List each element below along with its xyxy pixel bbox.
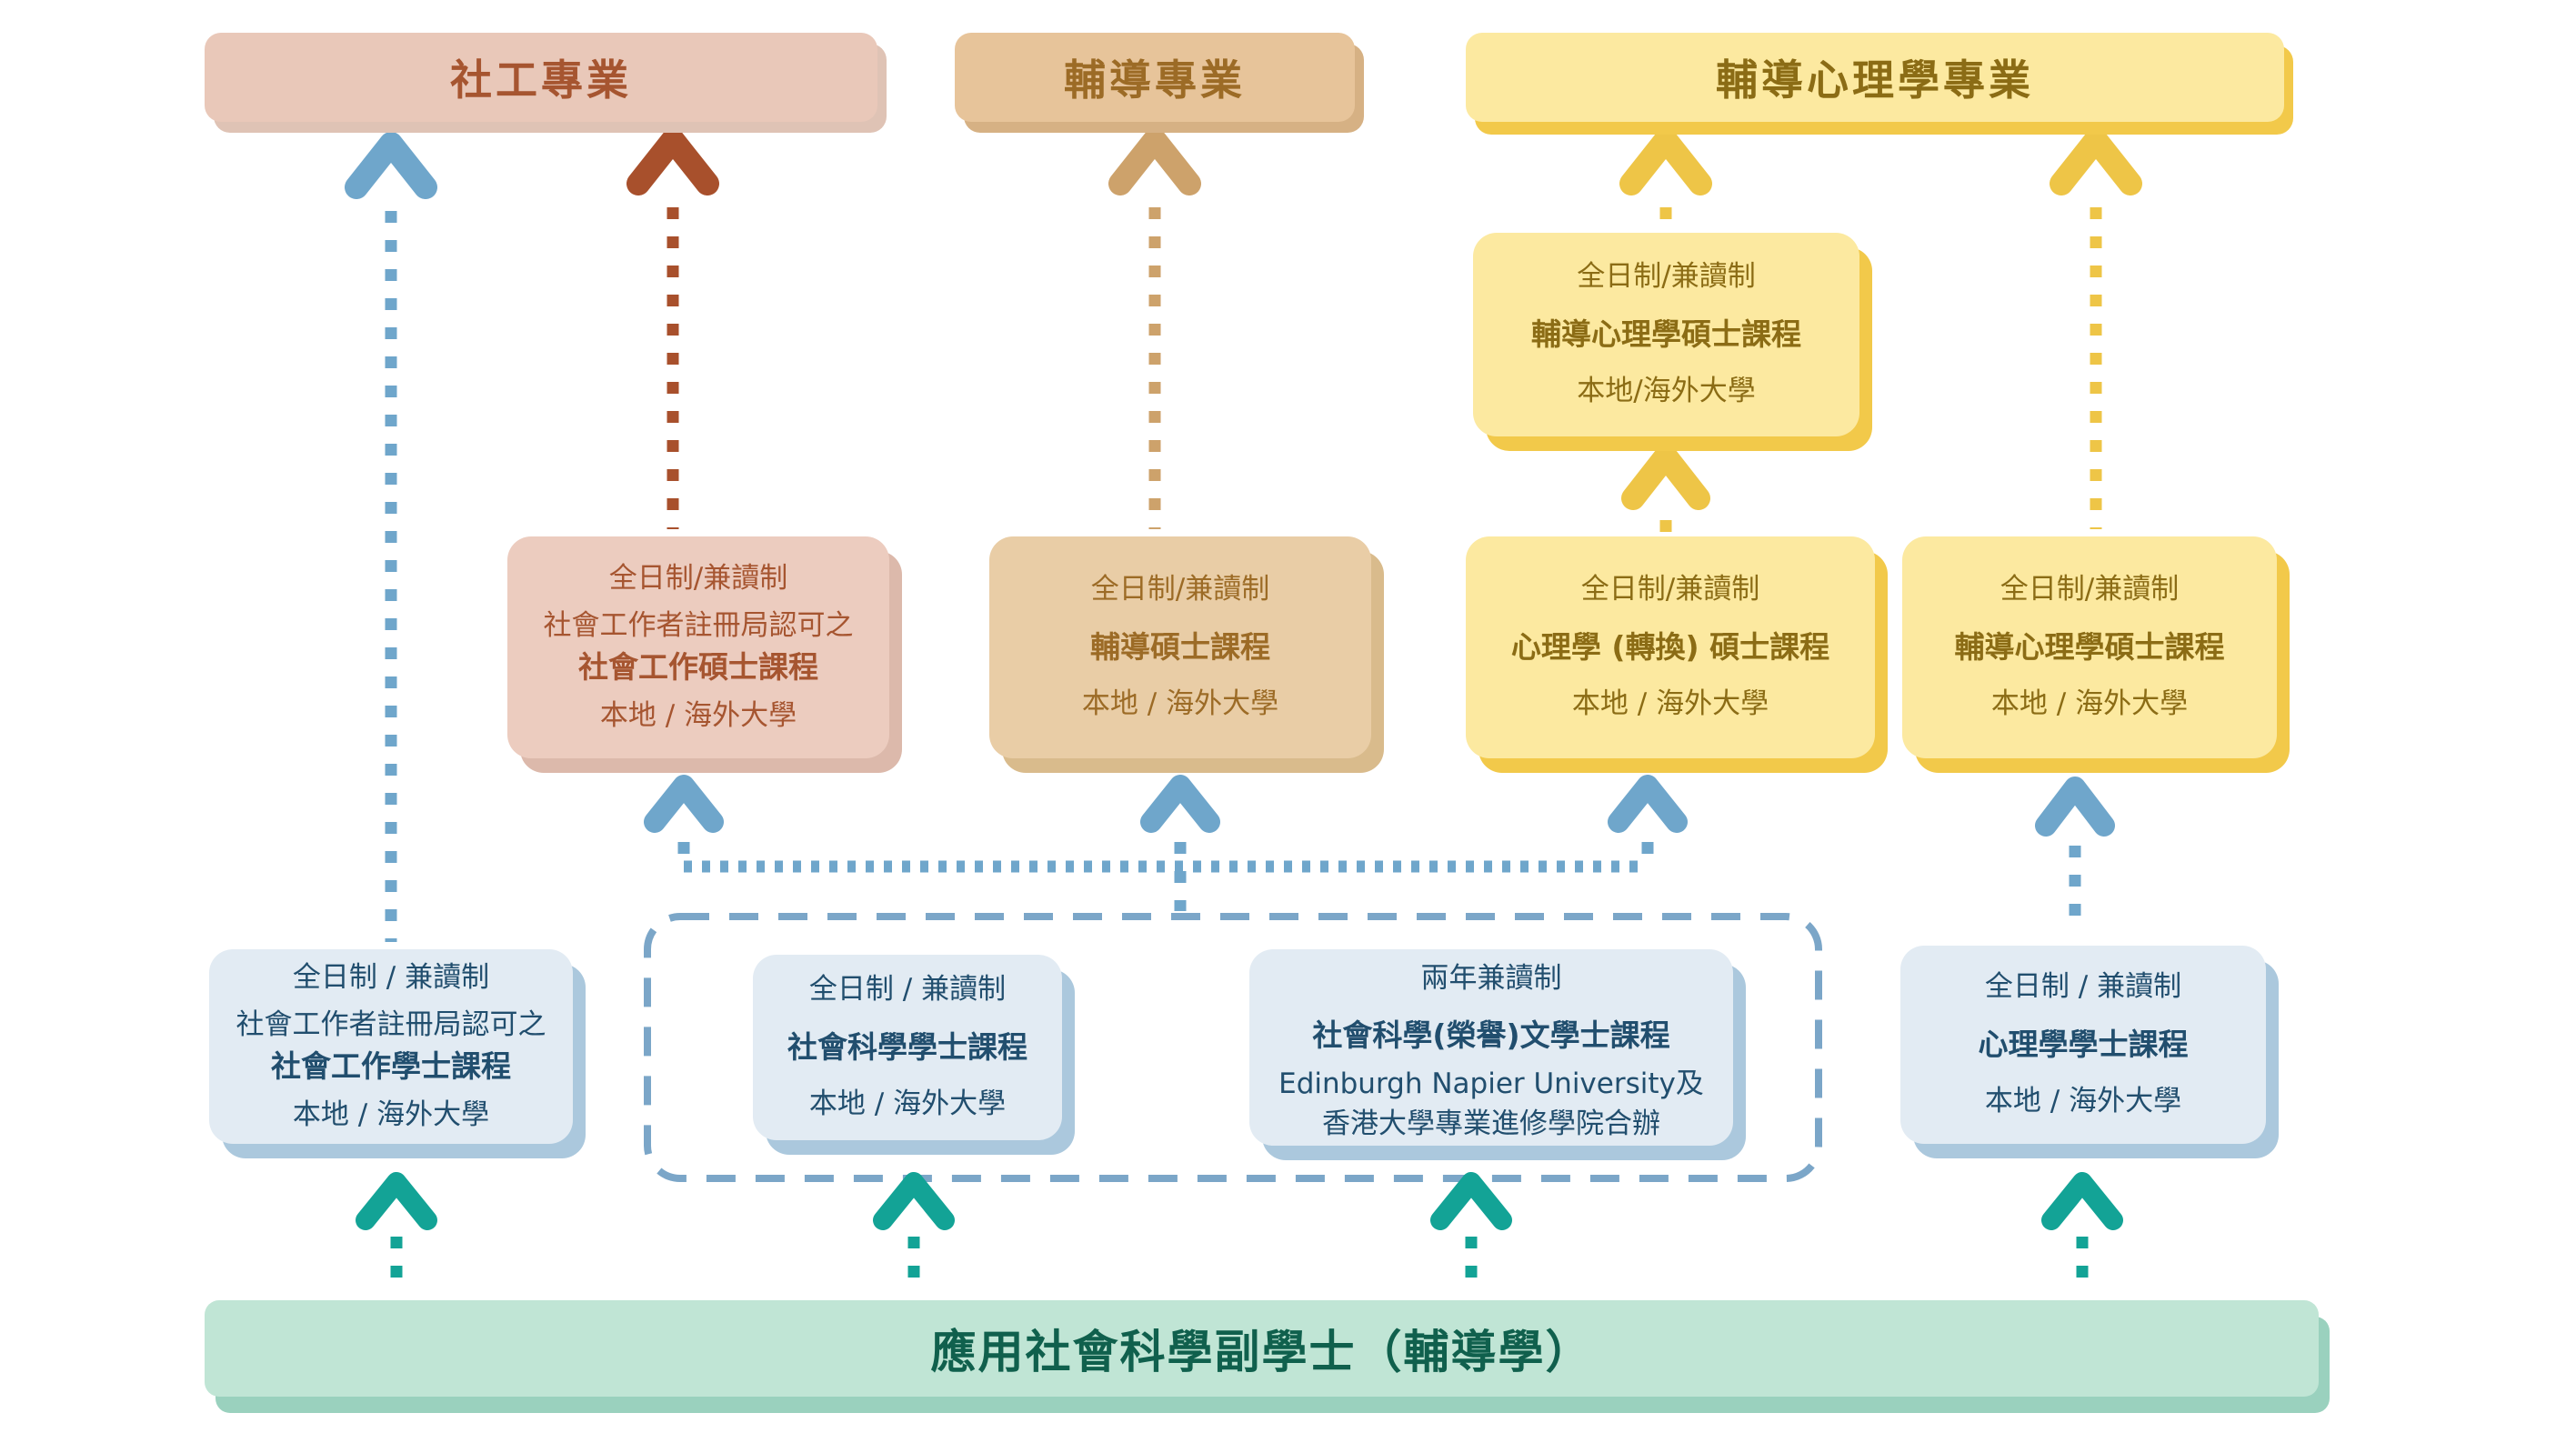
mode-line: 兩年兼讀制 — [1420, 961, 1562, 995]
institution-line: 本地 / 海外大學 — [1081, 686, 1279, 720]
box-bachelor-psychology: 全日制 / 兼讀制 心理學學士課程 本地 / 海外大學 — [1900, 946, 2266, 1144]
mode-line: 全日制 / 兼讀制 — [808, 973, 1007, 1007]
programme-name: 輔導碩士課程 — [1090, 629, 1270, 666]
arrow-conv-to-topcp — [1621, 445, 1710, 535]
institution-line: 本地 / 海外大學 — [1990, 686, 2189, 720]
mode-line: 全日制/兼讀制 — [1577, 260, 1756, 294]
programme-name: 輔導心理學碩士課程 — [1954, 629, 2225, 666]
box-top-counselling-psych-master: 全日制/兼讀制 輔導心理學碩士課程 本地/海外大學 — [1473, 233, 1859, 436]
arrow-foundation-to-bahons — [1430, 1172, 1512, 1286]
accreditation-line: 社會工作者註冊局認可之 — [236, 1008, 546, 1042]
arrow-mcp-to-cp-header — [2050, 128, 2142, 529]
foundation-associate-degree-bar: 應用社會科學副學士（輔導學） — [205, 1300, 2319, 1397]
institution-line: 本地 / 海外大學 — [1984, 1084, 2182, 1117]
arrow-foundation-to-bss — [873, 1172, 955, 1286]
header-counselling-profession: 輔導專業 — [955, 33, 1355, 122]
programme-name: 社會工作學士課程 — [271, 1047, 511, 1084]
box-master-social-work: 全日制/兼讀制 社會工作者註冊局認可之 社會工作碩士課程 本地 / 海外大學 — [507, 536, 889, 758]
programme-name: 社會科學學士課程 — [787, 1029, 1027, 1066]
accreditation-line: 社會工作者註冊局認可之 — [543, 609, 854, 643]
mode-line: 全日制 / 兼讀制 — [1984, 970, 2182, 1004]
mode-line: 全日制/兼讀制 — [1580, 573, 1760, 606]
arrow-topcp-to-cp-header — [1619, 128, 1712, 227]
partner-line: 香港大學專業進修學院合辦 — [1322, 1107, 1660, 1140]
foundation-label: 應用社會科學副學士（輔導學） — [930, 1326, 1593, 1378]
institution-line: 本地/海外大學 — [1577, 374, 1756, 407]
mode-line: 全日制/兼讀制 — [1090, 573, 1270, 606]
box-bachelor-social-sciences: 全日制 / 兼讀制 社會科學學士課程 本地 / 海外大學 — [753, 955, 1062, 1140]
institution-line: 本地 / 海外大學 — [292, 1097, 490, 1131]
arrow-bsw-to-sw-header — [345, 132, 437, 942]
box-master-counselling-psychology: 全日制/兼讀制 輔導心理學碩士課程 本地 / 海外大學 — [1902, 536, 2277, 758]
box-master-psychology-conversion: 全日制/兼讀制 心理學 (轉換) 碩士課程 本地 / 海外大學 — [1466, 536, 1875, 758]
mode-line: 全日制/兼讀制 — [608, 561, 788, 595]
header-label: 社工專業 — [450, 55, 632, 105]
box-bachelor-arts-honours: 兩年兼讀制 社會科學(榮譽)文學士課程 Edinburgh Napier Uni… — [1249, 949, 1733, 1146]
header-label: 輔導心理學專業 — [1716, 55, 2034, 105]
institution-line: 本地 / 海外大學 — [599, 698, 797, 732]
programme-name: 輔導心理學碩士課程 — [1531, 316, 1801, 353]
institution-line: 本地 / 海外大學 — [808, 1087, 1007, 1120]
connector-group-to-masters — [644, 775, 1688, 911]
mode-line: 全日制/兼讀制 — [2000, 573, 2180, 606]
programme-name: 心理學學士課程 — [1978, 1027, 2189, 1063]
box-bachelor-social-work: 全日制 / 兼讀制 社會工作者註冊局認可之 社會工作學士課程 本地 / 海外大學 — [209, 949, 573, 1144]
header-social-work-profession: 社工專業 — [205, 33, 877, 122]
programme-name: 社會科學(榮譽)文學士課程 — [1312, 1017, 1670, 1054]
arrow-msw-to-sw-header — [626, 128, 719, 529]
header-label: 輔導專業 — [1064, 55, 1246, 105]
partner-line: Edinburgh Napier University及 — [1278, 1067, 1704, 1101]
programme-name: 社會工作碩士課程 — [578, 648, 818, 685]
arrow-foundation-to-bpsy — [2041, 1172, 2123, 1286]
header-counselling-psychology-profession: 輔導心理學專業 — [1466, 33, 2284, 122]
programme-name: 心理學 (轉換) 碩士課程 — [1510, 629, 1830, 666]
arrow-mcoun-to-coun-header — [1108, 128, 1201, 529]
arrow-foundation-to-bsw — [356, 1172, 437, 1286]
institution-line: 本地 / 海外大學 — [1571, 686, 1769, 720]
arrow-bpsy-to-mcp — [2035, 777, 2115, 922]
box-master-counselling: 全日制/兼讀制 輔導碩士課程 本地 / 海外大學 — [989, 536, 1371, 758]
mode-line: 全日制 / 兼讀制 — [292, 960, 490, 994]
